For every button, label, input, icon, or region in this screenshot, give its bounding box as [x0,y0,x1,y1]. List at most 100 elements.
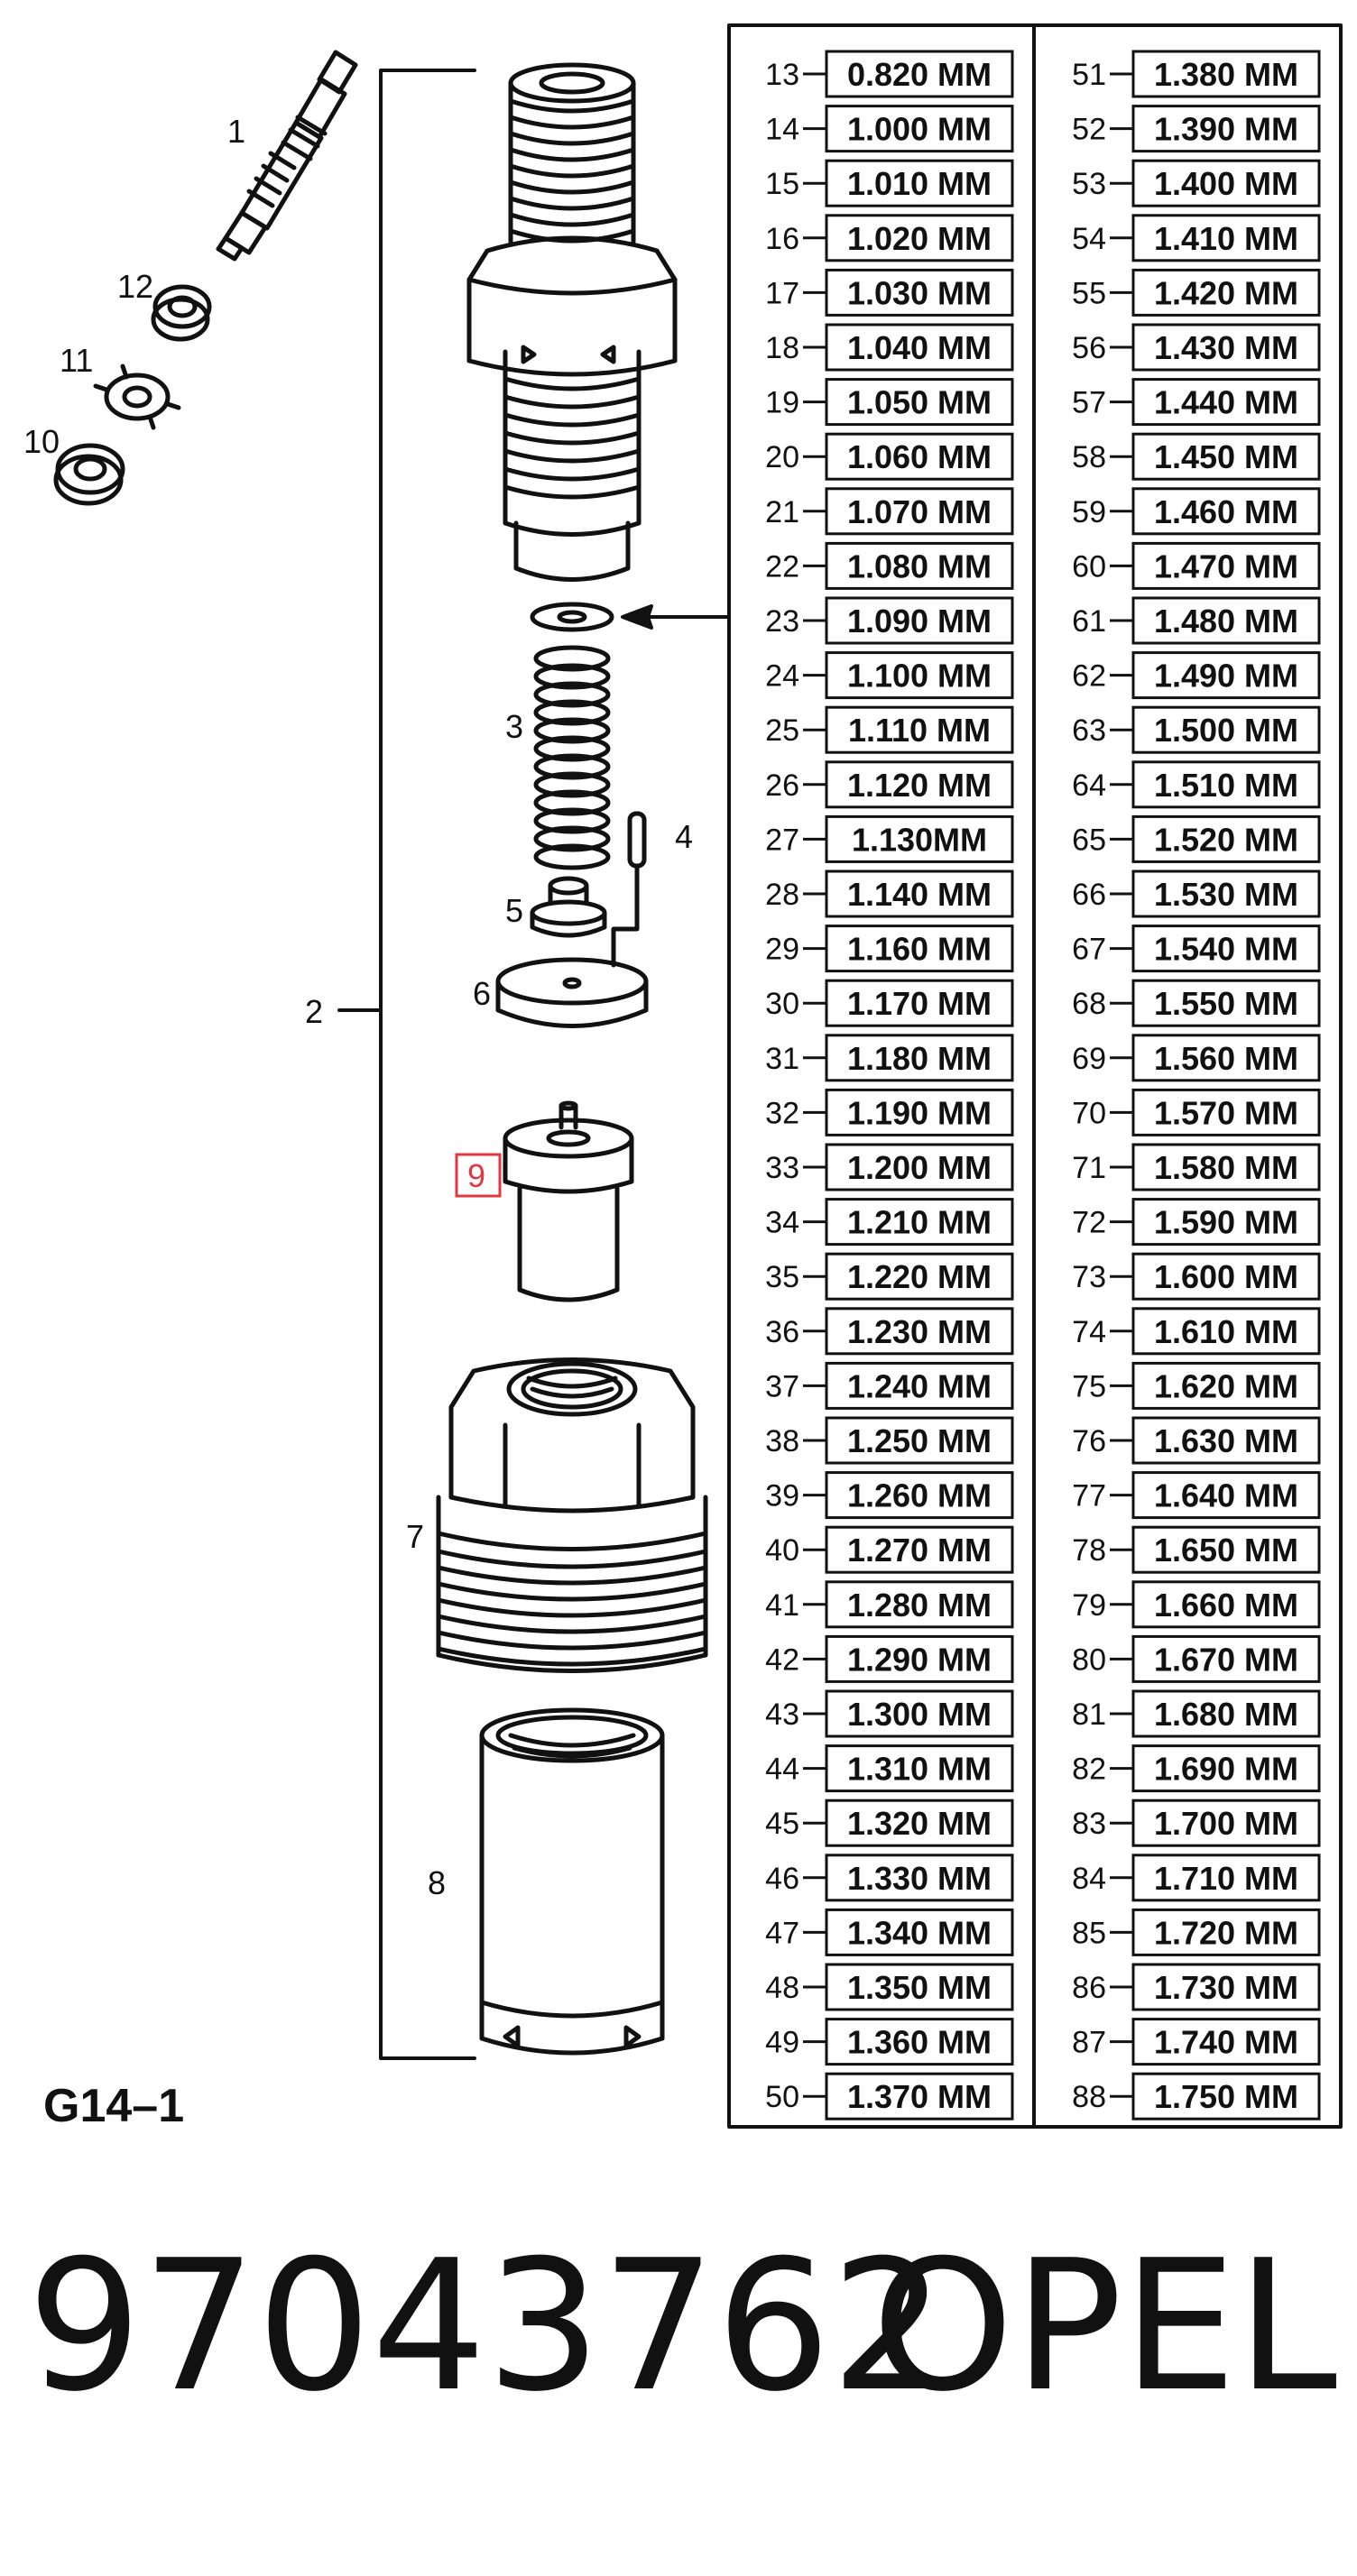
shim-value-box [825,1198,1014,1247]
shim-thickness-value: 1.000 MM [847,111,992,148]
shim-value-box [1131,2018,1321,2066]
shim-index-number: 74 [1072,1315,1106,1349]
shim-table-row: 37 1.240 MM [765,1361,1014,1410]
shim-value-box [1131,760,1321,809]
shim-value-box [1131,541,1321,590]
shim-index-number: 81 [1072,1697,1106,1732]
shim-thickness-value: 1.010 MM [847,165,992,202]
shim-index-number: 13 [765,58,799,92]
shim-value-box [825,1307,1014,1356]
shim-value-box [825,1143,1014,1191]
shim-index-number: 88 [1072,2080,1106,2114]
shim-index-number: 65 [1072,823,1106,857]
callout-5: 5 [505,892,523,929]
shim-index-number: 45 [765,1807,799,1841]
shim-thickness-value: 1.120 MM [847,767,992,804]
shim-thickness-value: 1.580 MM [1154,1149,1298,1186]
shim-thickness-value: 1.110 MM [848,712,991,749]
washer-10-part [53,443,125,506]
shim-value-box [1131,487,1321,536]
shim-index-number: 42 [765,1642,799,1677]
shim-thickness-value: 1.520 MM [1154,821,1298,858]
shim-table-row: 30 1.170 MM [765,979,1014,1027]
shim-index-number: 76 [1072,1424,1106,1458]
shim-leader-arrow [621,604,731,630]
shim-index-number: 29 [765,933,799,967]
shim-thickness-value: 1.130MM [852,821,987,858]
shim-thickness-value: 1.100 MM [847,658,992,695]
shim-thickness-value: 1.170 MM [847,985,992,1022]
shim-index-number: 14 [765,113,799,147]
shim-thickness-value: 1.730 MM [1154,1969,1298,2006]
shim-value-box [1131,979,1321,1027]
shim-index-number: 36 [765,1315,799,1349]
shim-thickness-value: 1.250 MM [847,1422,992,1459]
shim-thickness-value: 1.210 MM [847,1204,992,1241]
figure-code: G14–1 [43,2080,184,2132]
shim-index-number: 48 [765,1971,799,2005]
shim-value-box [1131,1799,1321,1847]
shim-index-number: 75 [1072,1369,1106,1403]
shim-thickness-value: 1.290 MM [847,1641,992,1678]
shim-thickness-value: 1.180 MM [847,1040,992,1077]
shim-value-box [825,1580,1014,1629]
shim-index-number: 17 [765,276,799,310]
shim-index-number: 63 [1072,713,1106,748]
shim-index-number: 24 [765,659,799,694]
shim-thickness-value: 1.360 MM [847,2024,992,2061]
shim-index-number: 30 [765,987,799,1021]
shim-value-box [1131,705,1321,754]
shim-thickness-value: 1.240 MM [847,1367,992,1404]
shim-value-box [1131,925,1321,973]
shim-value-box [1131,1580,1321,1629]
shim-thickness-value: 1.720 MM [1154,1914,1298,1951]
pressure-pin-part [530,876,607,938]
washer-12-part [151,284,212,342]
shim-index-number: 20 [765,440,799,474]
callout-4: 4 [675,818,693,855]
shim-value-box [1131,1744,1321,1793]
shim-index-number: 37 [765,1369,799,1403]
shim-thickness-value: 1.590 MM [1154,1204,1298,1241]
shim-index-number: 43 [765,1697,799,1732]
callout-3: 3 [505,708,523,745]
shim-thickness-value: 1.540 MM [1154,931,1298,968]
shim-value-box [1131,159,1321,207]
shim-index-number: 51 [1072,58,1106,92]
shim-index-number: 35 [765,1260,799,1294]
shim-index-number: 58 [1072,440,1106,474]
shim-thickness-value: 1.450 MM [1154,438,1298,475]
shim-thickness-value: 1.470 MM [1154,547,1298,584]
shim-value-box [1131,214,1321,262]
shim-value-box [825,2018,1014,2066]
shim-value-box [1131,1634,1321,1683]
shim-index-number: 79 [1072,1588,1106,1623]
shim-value-box [1131,1088,1321,1136]
shim-thickness-value: 1.620 MM [1154,1367,1298,1404]
shim-thickness-value: 1.500 MM [1154,712,1298,749]
shim-index-number: 57 [1072,386,1106,420]
shim-thickness-value: 1.410 MM [1154,220,1298,257]
shim-index-number: 32 [765,1096,799,1130]
shim-thickness-value: 1.260 MM [847,1477,992,1514]
shim-thickness-value: 1.460 MM [1154,493,1298,530]
shim-index-number: 70 [1072,1096,1106,1130]
callout-10: 10 [23,423,60,460]
shim-value-box [1131,323,1321,372]
